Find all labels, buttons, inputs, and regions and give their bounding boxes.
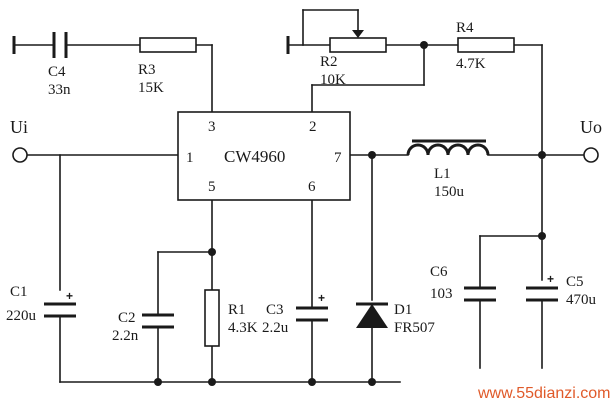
c6-ref: C6 — [430, 264, 448, 280]
potentiometer-r2: R2 10K — [286, 30, 387, 88]
pin-6-label: 6 — [308, 179, 316, 195]
watermark: www.55dianzi.com — [477, 385, 611, 402]
ic-cw4960: CW4960 1 2 3 5 6 7 — [177, 111, 351, 201]
pin-2-label: 2 — [309, 119, 317, 135]
r1-value: 4.3K — [228, 320, 258, 336]
l1-value: 150u — [434, 184, 465, 200]
capacitor-c1: + C1 220u — [6, 284, 76, 324]
l1-ref: L1 — [434, 166, 451, 182]
c1-value: 220u — [6, 308, 37, 324]
r1-ref: R1 — [228, 302, 246, 318]
c2-value: 2.2n — [112, 328, 139, 344]
c3-polarity: + — [318, 291, 325, 305]
wires — [13, 9, 585, 383]
c5-ref: C5 — [566, 274, 584, 290]
c1-polarity: + — [66, 289, 73, 303]
r4-ref: R4 — [456, 20, 474, 36]
c4-value: 33n — [48, 82, 71, 98]
pin-3-label: 3 — [208, 119, 216, 135]
r3-ref: R3 — [138, 62, 156, 78]
d1-ref: D1 — [394, 302, 412, 318]
resistor-r3: R3 15K — [138, 37, 197, 96]
pin-1-label: 1 — [186, 150, 194, 166]
pin-5-label: 5 — [208, 179, 216, 195]
capacitor-c4: C4 33n — [12, 32, 71, 98]
d1-value: FR507 — [394, 320, 435, 336]
c1-ref: C1 — [10, 284, 28, 300]
r2-ref: R2 — [320, 54, 338, 70]
c2-ref: C2 — [118, 310, 136, 326]
ic-name: CW4960 — [224, 147, 285, 166]
inductor-l1: L1 150u — [406, 139, 490, 200]
capacitor-c2: C2 2.2n — [112, 310, 174, 344]
resistor-r4: R4 4.7K — [456, 20, 515, 72]
r2-value: 10K — [320, 72, 346, 88]
capacitor-c3: + C3 2.2u — [262, 291, 328, 336]
resistor-r1: R1 4.3K — [204, 289, 258, 347]
c6-value: 103 — [430, 286, 453, 302]
junction-dots — [154, 41, 546, 386]
c5-polarity: + — [547, 272, 554, 286]
c3-ref: C3 — [266, 302, 284, 318]
capacitor-c6: C6 103 — [430, 264, 496, 302]
r4-value: 4.7K — [456, 56, 486, 72]
output-terminal: Uo — [580, 117, 602, 163]
capacitor-c5: + C5 470u — [526, 272, 597, 308]
output-label: Uo — [580, 117, 602, 137]
input-terminal: Ui — [10, 117, 28, 163]
input-label: Ui — [10, 117, 28, 137]
c3-value: 2.2u — [262, 320, 289, 336]
c5-value: 470u — [566, 292, 597, 308]
r3-value: 15K — [138, 80, 164, 96]
c4-ref: C4 — [48, 64, 66, 80]
pin-7-label: 7 — [334, 150, 342, 166]
diode-d1: D1 FR507 — [356, 302, 435, 336]
